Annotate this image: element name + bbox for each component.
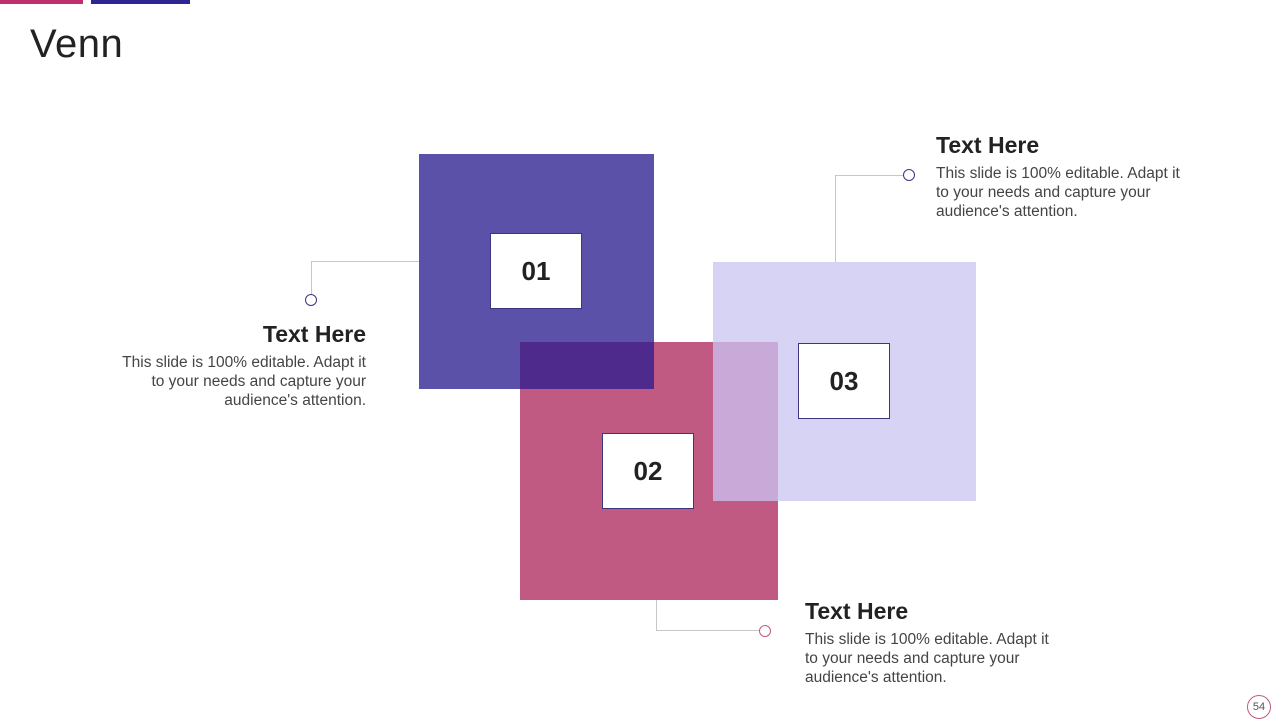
venn-overlap-02-03 — [713, 342, 778, 501]
callout-body: This slide is 100% editable. Adapt it to… — [122, 354, 366, 410]
callout-body: This slide is 100% editable. Adapt it to… — [805, 631, 1049, 687]
callout-heading: Text Here — [936, 132, 1040, 158]
venn-number-box-02: 02 — [602, 433, 694, 509]
callout-heading: Text Here — [262, 321, 366, 347]
venn-number-box-03: 03 — [798, 343, 890, 419]
connector-line-03 — [835, 175, 903, 262]
connector-dot-01 — [305, 294, 317, 306]
slide-title: Venn — [30, 22, 124, 66]
venn-number-box-01: 01 — [490, 233, 582, 309]
callout-03: Text Here This slide is 100% editable. A… — [936, 132, 1186, 221]
connector-line-01 — [311, 261, 419, 295]
top-accent-bar-pink — [0, 0, 83, 4]
page-number-badge: 54 — [1247, 695, 1271, 719]
callout-01: Text Here This slide is 100% editable. A… — [116, 321, 366, 410]
venn-overlap-01-02 — [520, 342, 654, 389]
callout-heading: Text Here — [805, 598, 909, 624]
top-accent-bar-indigo — [91, 0, 190, 4]
callout-02: Text Here This slide is 100% editable. A… — [805, 598, 1055, 687]
connector-dot-03 — [903, 169, 915, 181]
connector-line-02 — [656, 600, 759, 631]
connector-dot-02 — [759, 625, 771, 637]
callout-body: This slide is 100% editable. Adapt it to… — [936, 165, 1180, 221]
